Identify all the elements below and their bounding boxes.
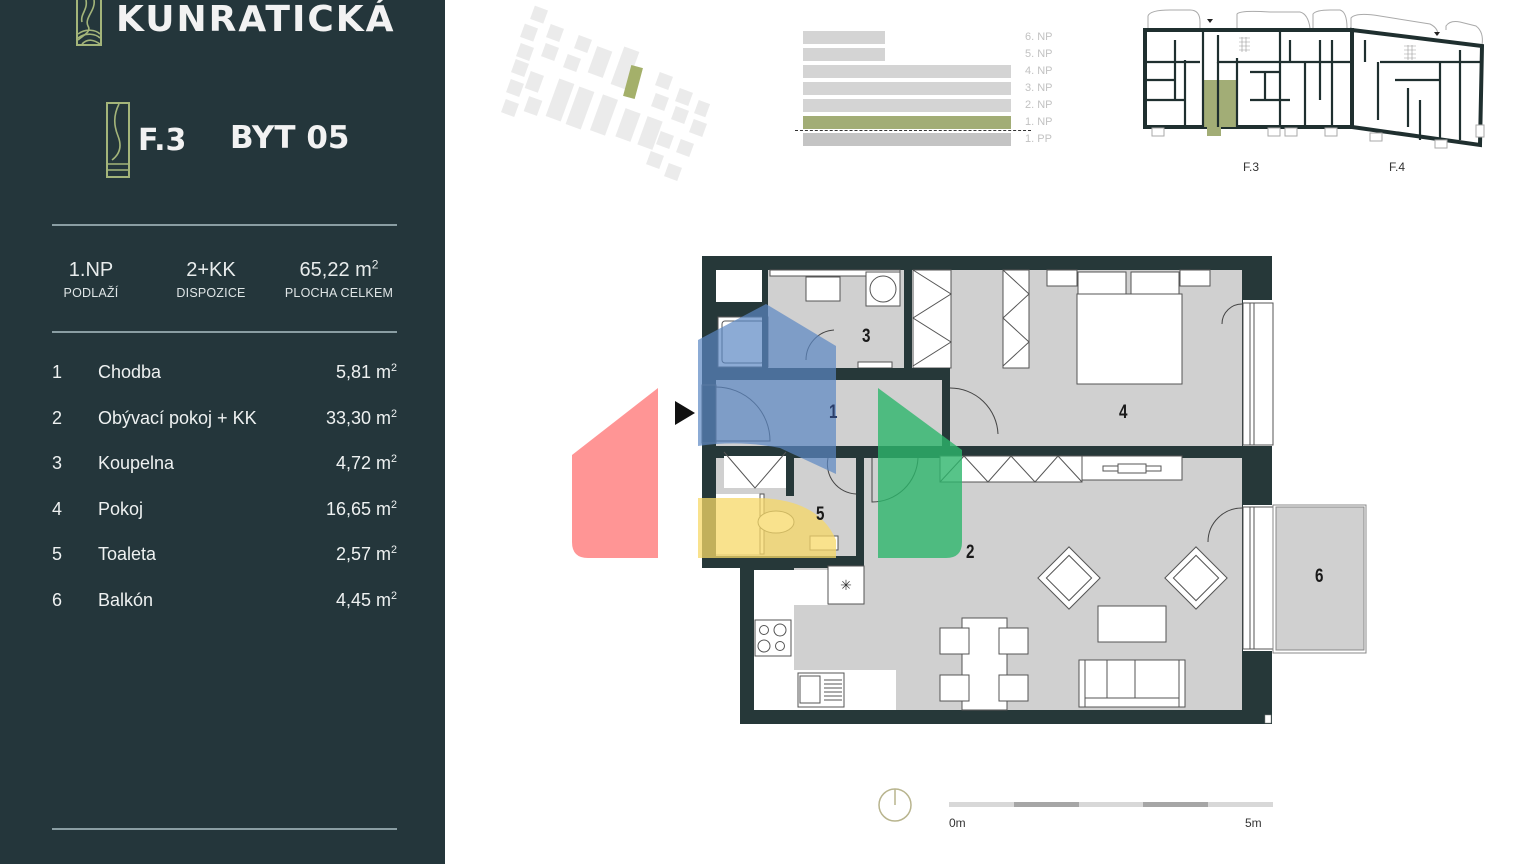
scale-start-label: 0m [949,816,966,830]
divider [52,224,397,226]
floor-bar-6np [803,31,885,44]
room-label-3: 3 [862,326,871,347]
divider [52,331,397,333]
room-label-5: 5 [816,504,825,525]
room-list: 1 Chodba 5,81 m2 2 Obývací pokoj + KK 33… [52,362,397,636]
room-row: 1 Chodba 5,81 m2 [52,362,397,382]
room-label-4: 4 [1119,402,1128,423]
unit-header: F.3 BYT 05 [106,102,349,178]
room-row: 3 Koupelna 4,72 m2 [52,453,397,474]
building-wave-icon [106,102,130,178]
apartment-floorplan: ✳ [572,256,1367,724]
scale-bar [949,802,1273,807]
summary-floor: 1.NP PODLAŽÍ [63,259,119,300]
room-row: 6 Balkón 4,45 m2 [52,589,397,610]
key-plan-label-f4: F.4 [1389,160,1406,174]
scale-end-label: 5m [1245,816,1262,830]
entrance-arrow-icon [675,401,695,425]
brand: KUNRATICKÁ [76,0,396,48]
summary-layout: 2+KK DISPOZICE [176,259,246,300]
summary-total-area: 65,22 m2 PLOCHA CELKEM [284,257,394,300]
view-cone-blue [698,304,836,474]
floor-bar-3np [803,82,1011,95]
floor-bar-2np [803,99,1011,112]
room-label-6: 6 [1315,566,1324,587]
apartment-name: BYT 05 [230,120,350,156]
site-plan [501,5,711,181]
building-code: F.3 [138,122,187,158]
ground-line [795,130,1031,131]
key-plan-label-f3: F.3 [1243,160,1260,174]
north-compass-icon [878,788,912,822]
info-sidebar: KUNRATICKÁ F.3 BYT 05 1.NP PODLAŽÍ 2+KK … [0,0,445,864]
room-row: 5 Toaleta 2,57 m2 [52,544,397,565]
view-cone-yellow [698,498,836,558]
view-cone-red [572,388,658,558]
floor-bar-1pp [803,133,1011,146]
divider [52,828,397,830]
room-label-2: 2 [966,542,975,563]
floor-bar-1np-selected [803,116,1011,129]
room-label-1: 1 [829,402,838,423]
key-plan [1143,9,1485,149]
wave-lines-logo-icon [76,0,102,46]
room-row: 2 Obývací pokoj + KK 33,30 m2 [52,407,397,428]
floor-bar-5np [803,48,885,61]
brand-name: KUNRATICKÁ [116,0,396,40]
room-row: 4 Pokoj 16,65 m2 [52,498,397,519]
floor-indicator: 6. NP 5. NP 4. NP 3. NP 2. NP 1. NP 1. P… [795,28,1063,153]
summary: 1.NP PODLAŽÍ 2+KK DISPOZICE 65,22 m2 PLO… [52,256,397,316]
view-cone-green [878,388,962,558]
svg-text:✳: ✳ [840,578,852,594]
highlighted-building [623,64,643,100]
floor-bar-4np [803,65,1011,78]
